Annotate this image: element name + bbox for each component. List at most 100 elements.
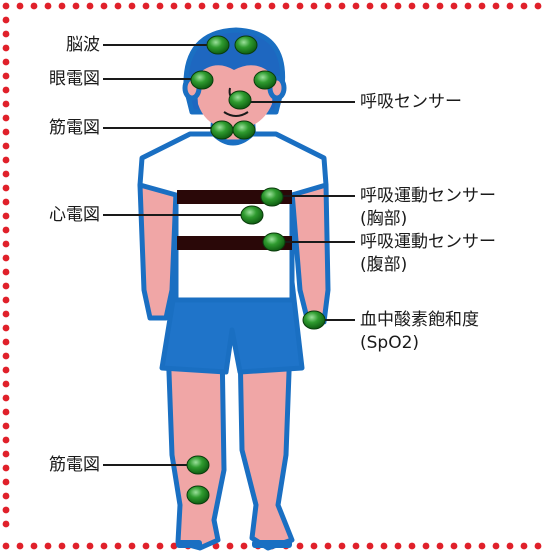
border-dot xyxy=(451,3,458,10)
border-dot xyxy=(3,395,10,402)
border-dot xyxy=(297,543,304,550)
border-dot xyxy=(3,381,10,388)
border-dot xyxy=(3,465,10,472)
border-dot xyxy=(3,59,10,66)
airflow-sensor xyxy=(229,91,251,109)
border-dot xyxy=(3,311,10,318)
border-dot xyxy=(227,543,234,550)
border-dot xyxy=(409,543,416,550)
border-dot xyxy=(157,543,164,550)
border-dot xyxy=(3,325,10,332)
border-dot xyxy=(353,3,360,10)
eeg-electrode xyxy=(207,36,229,54)
border-dot xyxy=(3,493,10,500)
label-emg-chin: 筋電図 xyxy=(22,117,100,139)
border-dot xyxy=(3,451,10,458)
border-dot xyxy=(129,3,136,10)
border-dot xyxy=(3,143,10,150)
border-dot xyxy=(297,3,304,10)
border-dot xyxy=(3,507,10,514)
label-eog: 眼電図 xyxy=(22,68,100,90)
border-dot xyxy=(409,3,416,10)
border-dot xyxy=(3,543,10,550)
leg-emg-electrode xyxy=(187,456,209,474)
label-emg-leg: 筋電図 xyxy=(22,454,100,476)
left-leg xyxy=(168,345,224,548)
border-dot xyxy=(59,3,66,10)
feet xyxy=(176,540,292,548)
border-dot xyxy=(45,543,52,550)
border-dot xyxy=(3,101,10,108)
border-dot xyxy=(17,3,24,10)
label-abdomen-effort-sub: (腹部) xyxy=(360,254,407,276)
border-dot xyxy=(31,543,38,550)
border-dot xyxy=(87,3,94,10)
border-dot xyxy=(311,3,318,10)
leg-emg-electrode xyxy=(187,486,209,504)
border-dot xyxy=(339,3,346,10)
border-dot xyxy=(423,543,430,550)
border-dot xyxy=(115,543,122,550)
border-dot xyxy=(241,3,248,10)
border-dot xyxy=(521,3,528,10)
eog-electrode xyxy=(254,71,276,89)
right-leg xyxy=(240,345,292,548)
border-dot xyxy=(325,543,332,550)
label-ecg: 心電図 xyxy=(22,204,100,226)
chin-emg-electrode xyxy=(211,121,233,139)
label-spo2: 血中酸素飽和度 xyxy=(360,309,479,331)
border-dot xyxy=(3,185,10,192)
border-dot xyxy=(339,543,346,550)
abdomen-effort-sensor xyxy=(263,233,285,251)
label-abdomen-effort: 呼吸運動センサー xyxy=(360,231,496,253)
border-dot xyxy=(479,3,486,10)
border-dot xyxy=(451,543,458,550)
border-dot xyxy=(395,543,402,550)
label-airflow: 呼吸センサー xyxy=(360,91,462,113)
border-dot xyxy=(199,3,206,10)
border-dot xyxy=(3,437,10,444)
border-dot xyxy=(381,543,388,550)
border-dot xyxy=(535,3,542,10)
border-dot xyxy=(437,3,444,10)
border-dot xyxy=(269,3,276,10)
chest-effort-sensor xyxy=(261,188,283,206)
border-dot xyxy=(437,543,444,550)
label-chest-effort-sub: (胸部) xyxy=(360,208,407,230)
border-dot xyxy=(3,171,10,178)
border-dot xyxy=(157,3,164,10)
border-dot xyxy=(3,157,10,164)
border-dot xyxy=(465,543,472,550)
border-dot xyxy=(115,3,122,10)
border-dot xyxy=(171,3,178,10)
border-dot xyxy=(73,3,80,10)
border-dot xyxy=(213,3,220,10)
border-dot xyxy=(367,3,374,10)
border-dot xyxy=(227,3,234,10)
border-dot xyxy=(3,87,10,94)
border-dot xyxy=(3,521,10,528)
border-dot xyxy=(283,3,290,10)
border-dot xyxy=(101,543,108,550)
border-dot xyxy=(3,227,10,234)
border-dot xyxy=(3,17,10,24)
border-dot xyxy=(45,3,52,10)
border-dot xyxy=(3,115,10,122)
label-eeg: 脳波 xyxy=(22,34,100,56)
border-dot xyxy=(3,423,10,430)
border-dot xyxy=(3,31,10,38)
border-dot xyxy=(3,241,10,248)
border-dot xyxy=(325,3,332,10)
border-dot xyxy=(185,3,192,10)
border-dot xyxy=(535,543,542,550)
border-dot xyxy=(3,339,10,346)
border-dot xyxy=(129,543,136,550)
border-dot xyxy=(381,3,388,10)
border-dot xyxy=(255,3,262,10)
right-arm xyxy=(292,185,328,322)
label-chest-effort: 呼吸運動センサー xyxy=(360,185,496,207)
chin-emg-electrode xyxy=(233,121,255,139)
border-dot xyxy=(241,543,248,550)
border-dot xyxy=(493,543,500,550)
border-dot xyxy=(87,543,94,550)
